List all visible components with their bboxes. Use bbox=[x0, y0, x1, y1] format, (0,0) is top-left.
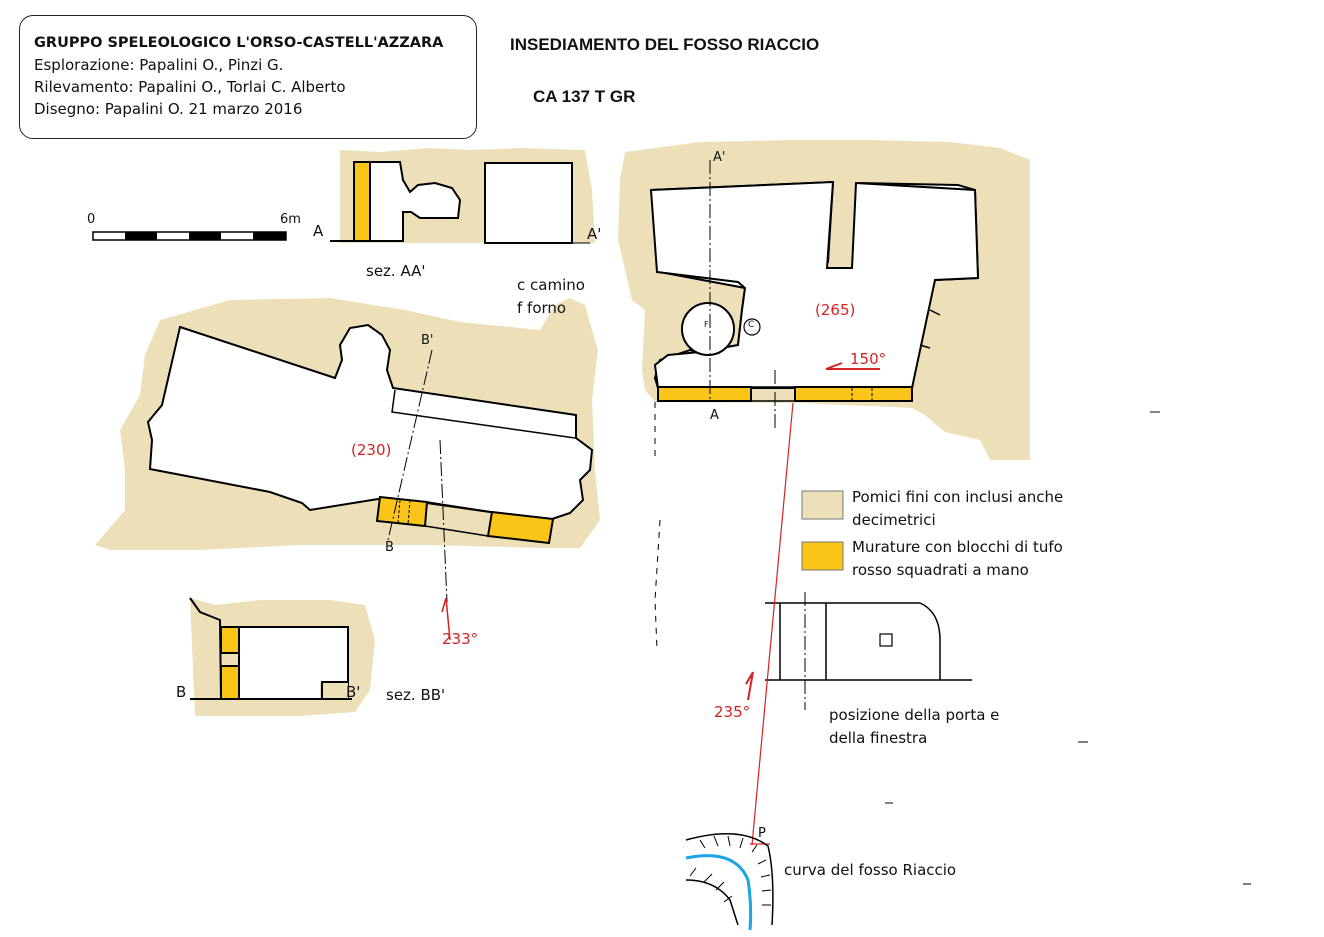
section-aa-room bbox=[484, 162, 573, 244]
legend-pumice-line2: decimetrici bbox=[852, 511, 936, 529]
bearing-annotations bbox=[441, 362, 880, 846]
legend-masonry-line2: rosso squadrati a mano bbox=[852, 561, 1029, 579]
camino-symbol-label: C bbox=[748, 320, 755, 330]
page-title: INSEDIAMENTO DEL FOSSO RIACCIO bbox=[510, 35, 820, 54]
scale-end-label: 6m bbox=[280, 212, 301, 227]
door-caption-line1: posizione della porta e bbox=[829, 706, 1000, 724]
section-aa-wall bbox=[353, 161, 371, 242]
scale-start-label: 0 bbox=[87, 212, 96, 227]
scale-bar bbox=[92, 231, 287, 241]
marker-a: A bbox=[710, 408, 719, 423]
door-window-detail bbox=[765, 592, 972, 710]
arrow-150 bbox=[825, 362, 880, 370]
marker-b-prime: B' bbox=[421, 333, 434, 348]
section-bb-wall-upper bbox=[220, 626, 240, 654]
left-plan-wall-2 bbox=[486, 510, 555, 545]
right-plan-wall-2 bbox=[794, 386, 913, 402]
arrow-233 bbox=[441, 597, 451, 641]
credits-box: GRUPPO SPELEOLOGICO L'ORSO-CASTELL'AZZAR… bbox=[19, 15, 477, 139]
river-caption: curva del fosso Riaccio bbox=[784, 861, 957, 879]
section-bb-drawing bbox=[189, 597, 375, 716]
legend-masonry-line1: Murature con blocchi di tufo bbox=[852, 538, 1063, 556]
bearing-233: 233° bbox=[442, 630, 479, 648]
left-plan-room bbox=[146, 323, 594, 521]
axis-line-233 bbox=[439, 439, 448, 603]
section-bb-end-b-prime: B' bbox=[346, 683, 361, 701]
section-aa-label: sez. AA' bbox=[366, 262, 426, 280]
marker-a-prime: A' bbox=[713, 150, 726, 165]
section-bb-end-b: B bbox=[176, 683, 187, 701]
left-plan-bench bbox=[179, 326, 576, 439]
forno-symbol: F bbox=[704, 320, 709, 329]
section-aa-cavity bbox=[369, 161, 462, 242]
section-aa-end-a: A bbox=[313, 222, 324, 240]
credits-drawing: Disegno: Papalini O. 21 marzo 2016 bbox=[34, 100, 303, 118]
right-plan-wall-1 bbox=[657, 386, 752, 402]
right-plan-drawing bbox=[618, 140, 1030, 651]
marker-b: B bbox=[385, 540, 394, 555]
bearing-150: 150° bbox=[850, 350, 887, 368]
abbrev-forno: f forno bbox=[517, 299, 567, 317]
credits-group: GRUPPO SPELEOLOGICO L'ORSO-CASTELL'AZZAR… bbox=[34, 35, 444, 51]
credits-survey: Rilevamento: Papalini O., Torlai C. Albe… bbox=[34, 78, 346, 96]
forno-chamber bbox=[681, 302, 735, 356]
section-aa-drawing bbox=[330, 148, 595, 244]
river-hatching bbox=[689, 835, 772, 906]
abbrev-camino: c camino bbox=[517, 276, 585, 294]
bearing-line-235 bbox=[751, 402, 794, 846]
camino-symbol bbox=[743, 318, 761, 336]
legend-pumice-line1: Pomici fini con inclusi anche bbox=[852, 488, 1064, 506]
credits-exploration: Esplorazione: Papalini O., Pinzi G. bbox=[34, 56, 284, 74]
legend-pumice-swatch bbox=[801, 490, 844, 520]
section-bb-wall-lower bbox=[220, 665, 240, 700]
left-plan-drawing bbox=[95, 298, 600, 603]
door-caption-line2: della finestra bbox=[829, 729, 928, 747]
river-line bbox=[685, 854, 753, 931]
section-line-bb bbox=[387, 349, 433, 541]
height-right-room: (265) bbox=[815, 301, 856, 319]
cave-code: CA 137 T GR bbox=[533, 87, 636, 106]
left-plan-wall-1 bbox=[375, 495, 429, 528]
height-left-room: (230) bbox=[351, 441, 392, 459]
section-bb-label: sez. BB' bbox=[386, 686, 446, 704]
point-p: P bbox=[758, 826, 766, 841]
bearing-235: 235° bbox=[714, 703, 751, 721]
window-symbol bbox=[879, 633, 893, 647]
legend-masonry-swatch bbox=[801, 541, 844, 571]
river-bend-drawing bbox=[685, 833, 774, 931]
section-aa-end-a-prime: A' bbox=[587, 225, 602, 243]
arrow-235 bbox=[745, 671, 754, 701]
